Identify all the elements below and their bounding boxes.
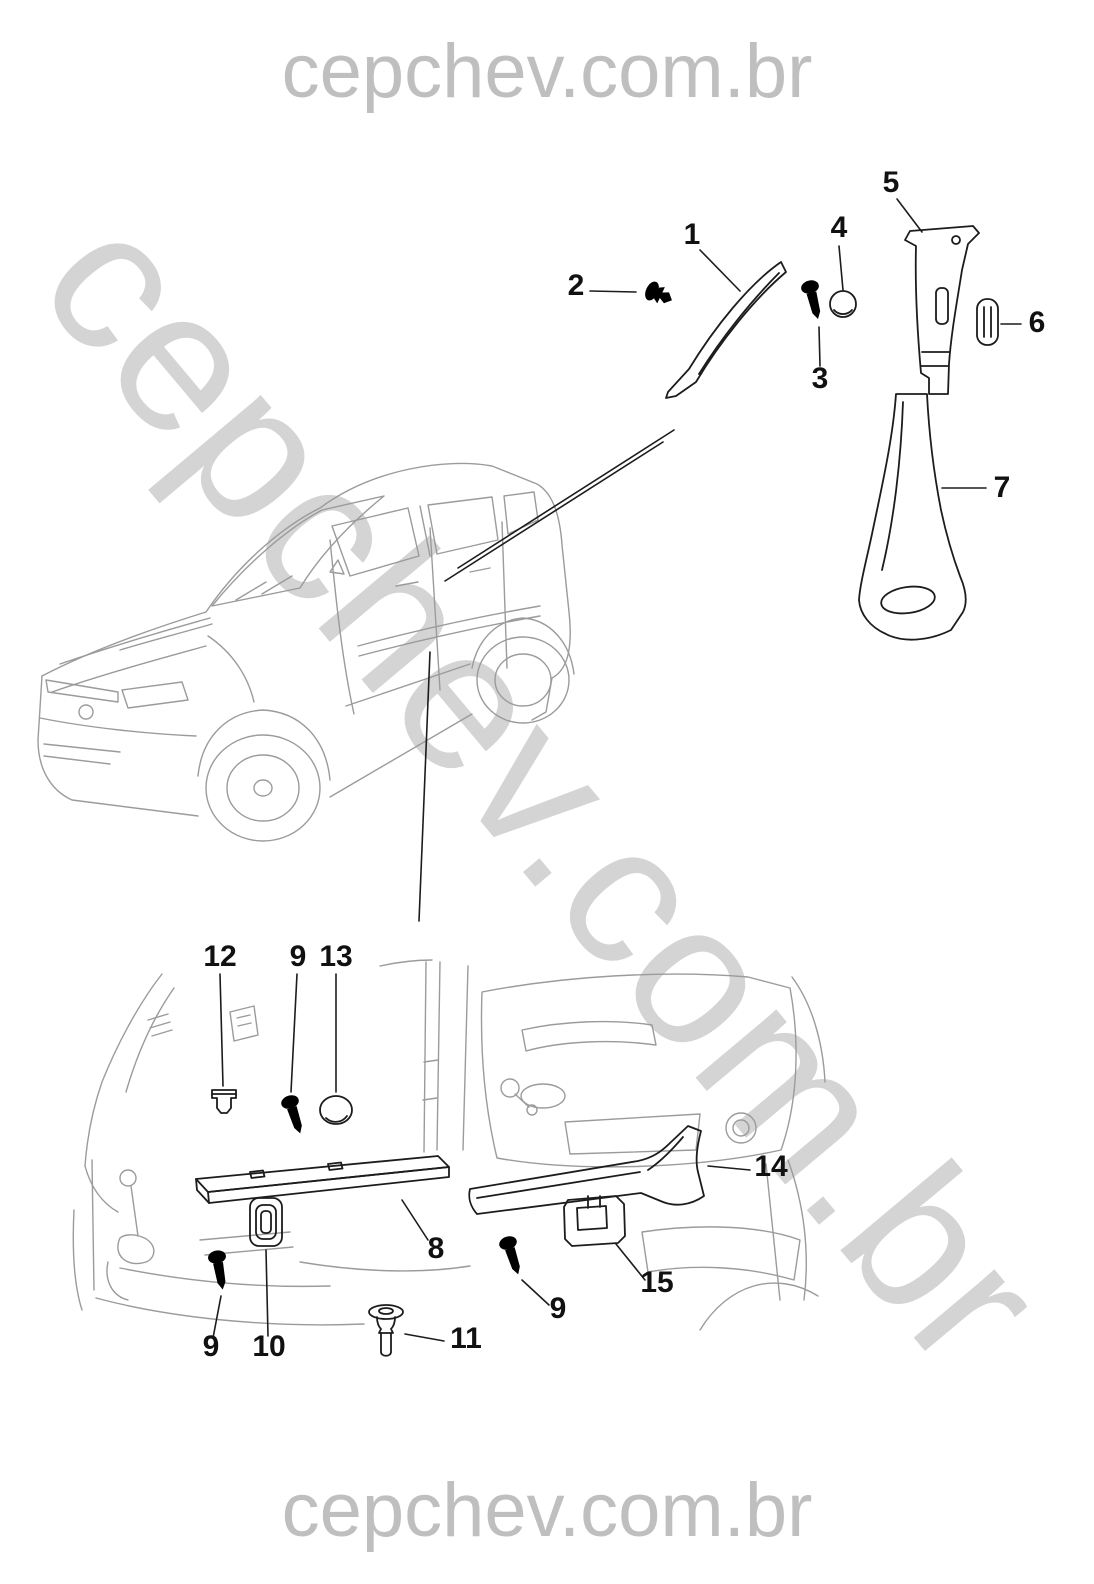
part-9-screw-top xyxy=(279,1093,309,1137)
part-12-clip xyxy=(211,1089,237,1114)
front-wheel-arch xyxy=(197,709,331,781)
part-11-expansion-rivet xyxy=(368,1304,404,1357)
part-15-bracket-clip xyxy=(563,1195,626,1247)
parts xyxy=(195,225,999,1357)
leader-2 xyxy=(589,290,637,293)
leader-1 xyxy=(699,249,741,292)
leader-10 xyxy=(265,1249,269,1337)
callout-5: 5 xyxy=(883,166,900,199)
front-door-window xyxy=(331,507,420,577)
car-body-outline xyxy=(41,462,571,721)
part-9-screw-bottom xyxy=(207,1249,232,1292)
leader-4 xyxy=(838,245,844,291)
part-5-b-pillar-upper-trim xyxy=(904,225,980,395)
car-sketch xyxy=(37,462,575,842)
callout-9-mid: 9 xyxy=(550,1292,567,1325)
leader-9-mid xyxy=(521,1279,550,1306)
leader-car-to-lower xyxy=(418,651,431,922)
rear-door-panel xyxy=(480,973,797,1168)
leader-9-top xyxy=(290,973,298,1093)
callout-8: 8 xyxy=(428,1232,445,1265)
car-sill-line xyxy=(329,713,473,798)
part-7-b-pillar-lower-trim xyxy=(858,393,967,641)
gear-lever xyxy=(106,1169,155,1301)
callout-14: 14 xyxy=(754,1150,788,1183)
callout-12: 12 xyxy=(203,940,236,973)
part-3-screw xyxy=(799,278,827,322)
part-14-rear-sill-trim xyxy=(468,1125,705,1215)
leader-12 xyxy=(219,973,224,1087)
leader-car-to-parts-b xyxy=(444,441,664,582)
part-4-cap xyxy=(829,290,857,318)
watermark-bottom: cepchev.com.br xyxy=(282,1468,813,1553)
callout-2: 2 xyxy=(568,269,585,302)
door-lines xyxy=(329,521,508,715)
car-front-outline xyxy=(37,675,199,817)
part-10-sill-clip-bezel xyxy=(249,1197,283,1247)
front-wheel xyxy=(205,734,321,842)
callout-6: 6 xyxy=(1029,306,1046,339)
callout-7: 7 xyxy=(994,471,1011,504)
rear-wheel-arch xyxy=(471,617,575,675)
callout-13: 13 xyxy=(319,940,352,973)
front-wheel-rim xyxy=(226,754,300,822)
part-13-round-plug xyxy=(319,1095,353,1125)
front-wheel-hub xyxy=(253,779,273,797)
part-8-front-sill-scuff-plate xyxy=(195,1155,450,1204)
quarter-window xyxy=(503,491,539,535)
callout-9-bottom: 9 xyxy=(203,1330,220,1363)
interior-sketch xyxy=(72,959,826,1331)
callout-9-top: 9 xyxy=(290,940,307,973)
callout-3: 3 xyxy=(812,362,829,395)
part-6-cover-cap xyxy=(976,298,999,346)
side-strips xyxy=(207,605,541,707)
center-b-pillar xyxy=(379,959,469,1153)
leader-5 xyxy=(896,198,923,233)
callout-4: 4 xyxy=(831,211,848,244)
leader-3 xyxy=(818,326,821,367)
callout-labels: 1 2 3 4 5 6 7 12 9 13 8 14 15 9 9 10 11 xyxy=(203,166,1046,1363)
callout-11: 11 xyxy=(450,1322,482,1355)
callout-1: 1 xyxy=(684,218,701,251)
leader-8 xyxy=(401,1199,429,1241)
hood-lines xyxy=(51,617,213,693)
wipers xyxy=(235,575,293,601)
part-1-a-pillar-trim xyxy=(665,261,787,399)
watermark-diagonal: cepchev.com.br xyxy=(0,172,1087,1407)
part-9-screw-mid xyxy=(497,1234,527,1278)
watermark-top: cepchev.com.br xyxy=(282,29,813,114)
callout-10: 10 xyxy=(252,1330,285,1363)
leader-lines xyxy=(212,198,1022,1342)
callout-15: 15 xyxy=(640,1266,673,1299)
rear-wheel xyxy=(476,636,570,724)
leader-car-to-parts-a xyxy=(457,429,675,569)
part-2-push-clip xyxy=(642,279,677,310)
windshield xyxy=(211,495,385,607)
leader-14 xyxy=(707,1165,751,1171)
leader-11 xyxy=(404,1333,445,1342)
leader-15 xyxy=(615,1243,646,1281)
rear-quarter-and-seat xyxy=(641,976,826,1331)
rear-door-window xyxy=(427,496,499,555)
rear-wheel-rim xyxy=(494,653,552,707)
b-pillar-line xyxy=(419,505,431,557)
dash-and-a-pillar xyxy=(72,973,259,1311)
leader-9-bottom xyxy=(212,1295,222,1339)
front-face-details xyxy=(39,679,197,765)
